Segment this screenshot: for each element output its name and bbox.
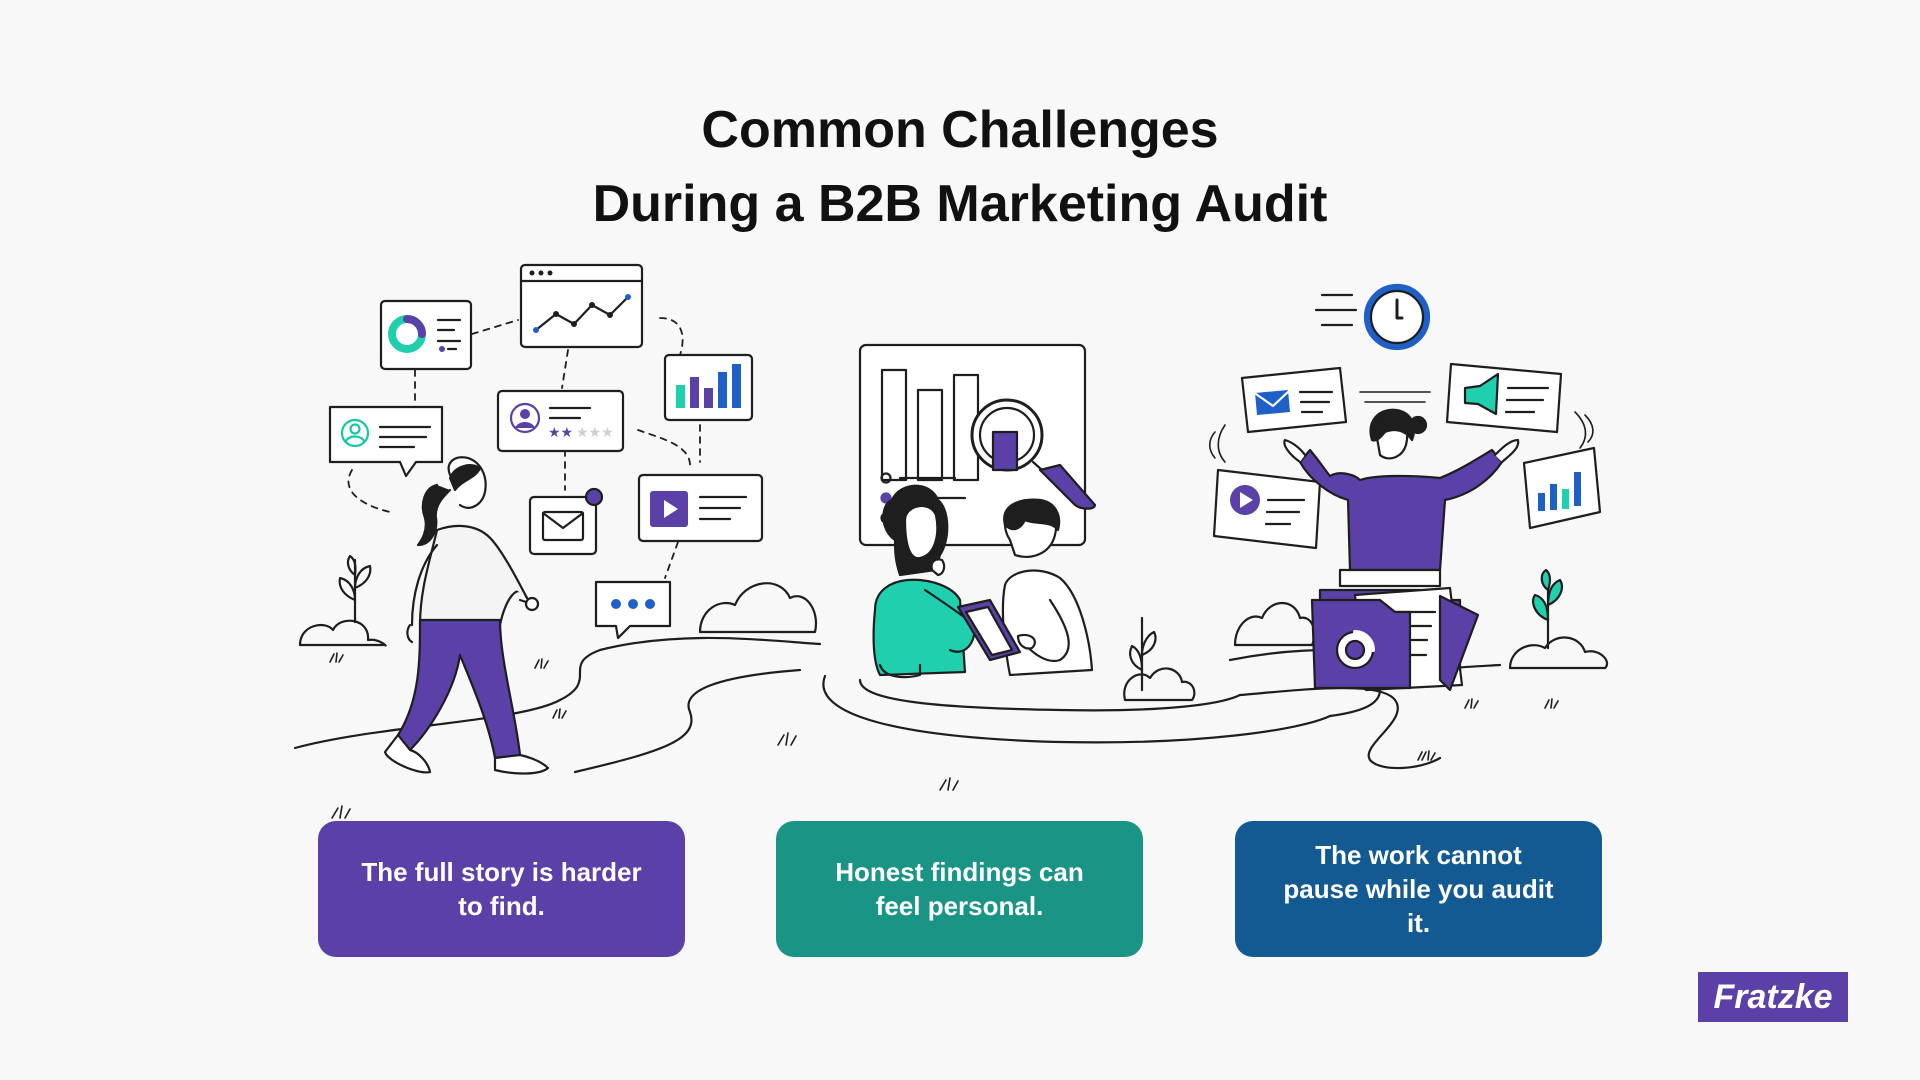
svg-text:★★★: ★★★ xyxy=(576,425,614,441)
bar-chart-icon xyxy=(663,353,754,422)
dashed-connectors xyxy=(347,317,701,579)
line-chart-icon xyxy=(519,263,644,349)
chat-dots-icon xyxy=(594,580,672,640)
svg-text:★★: ★★ xyxy=(548,425,573,441)
bushes xyxy=(298,582,1609,702)
title-line-2: During a B2B Marketing Audit xyxy=(592,174,1328,233)
grass-tufts xyxy=(329,652,1559,819)
magnifier-icon xyxy=(970,398,1097,510)
teal-plant xyxy=(1532,568,1564,650)
walking-woman xyxy=(383,456,550,775)
clock-icon xyxy=(1314,283,1431,351)
thinking-woman xyxy=(872,484,977,679)
folder-icon xyxy=(1310,568,1480,692)
tablet-icon xyxy=(956,598,1022,662)
motion-lines xyxy=(1208,391,1594,463)
man-with-tablet xyxy=(956,498,1094,677)
plants xyxy=(338,554,1157,692)
email-card-icon xyxy=(1240,366,1348,434)
brand-logo-text: Fratzke xyxy=(1713,977,1833,1016)
challenge-card-findings: Honest findings can feel personal. xyxy=(776,821,1143,957)
brand-logo: Fratzke xyxy=(1698,972,1848,1022)
challenge-card-work: The work cannot pause while you audit it… xyxy=(1235,821,1602,957)
juggling-woman xyxy=(1283,408,1520,572)
challenge-card-work-text: The work cannot pause while you audit it… xyxy=(1283,840,1554,938)
play-card-icon xyxy=(1212,468,1322,550)
donut-chart-icon xyxy=(379,299,473,371)
challenge-card-findings-text: Honest findings can feel personal. xyxy=(835,857,1084,921)
challenge-card-story: The full story is harder to find. xyxy=(318,821,685,957)
profile-card-icon xyxy=(328,405,444,478)
title-line-1: Common Challenges xyxy=(701,100,1219,159)
challenge-card-story-text: The full story is harder to find. xyxy=(361,857,642,921)
envelope-icon xyxy=(528,487,604,556)
rating-stars-icon: ★★ ★★★ xyxy=(496,389,625,453)
bar-chart-card-icon xyxy=(1522,446,1602,530)
megaphone-icon xyxy=(1445,362,1563,434)
play-video-icon xyxy=(637,473,764,543)
page-title: Common Challenges During a B2B Marketing… xyxy=(0,93,1920,241)
